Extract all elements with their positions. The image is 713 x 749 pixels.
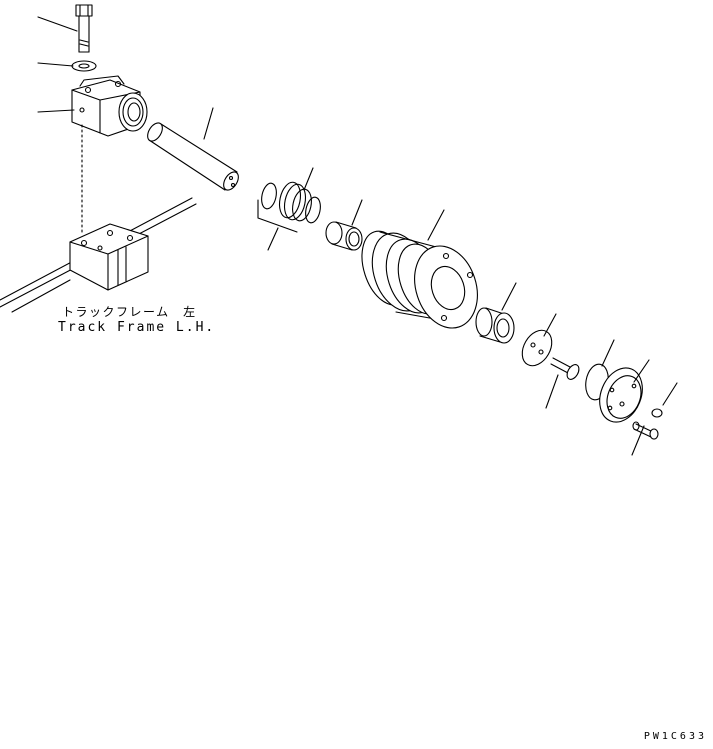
leader-line-bracket (38, 110, 74, 112)
leader-line-oring (268, 228, 278, 250)
bracket-part (72, 76, 147, 136)
shaft-part (145, 120, 242, 192)
leader-line-bolt (38, 17, 77, 31)
track-frame (0, 198, 196, 312)
drawing-code: PW1C633 (643, 731, 707, 742)
frame-label-jp: トラックフレーム 左 (62, 305, 197, 319)
leader-line-washer (38, 63, 73, 66)
collar-part (476, 308, 514, 343)
leader-line-shaft (204, 108, 213, 139)
leader-line-bushing (352, 200, 362, 225)
plate-part (516, 325, 558, 371)
leader-line-collar (502, 283, 516, 310)
leader-line-seal (304, 168, 313, 190)
frame-label-en: Track Frame L.H. (58, 320, 216, 335)
leader-line-cover-oring (602, 340, 614, 366)
leader-line-cover-bolt-a (663, 383, 677, 405)
cover-part (592, 362, 650, 429)
washer-part (72, 61, 96, 71)
leader-line-plate (544, 314, 556, 336)
leader-line-plate-bolt (546, 375, 558, 408)
cover-bolt-part (633, 409, 662, 439)
seal-group (258, 180, 323, 232)
leader-line-cover-bolt-b (632, 426, 644, 455)
bushing-part (326, 222, 362, 250)
leader-line-roller (428, 210, 444, 240)
bolt-part (76, 5, 92, 52)
plate-bolt-part (551, 358, 581, 381)
roller-part (353, 225, 487, 336)
leader-line-cover (634, 360, 649, 382)
